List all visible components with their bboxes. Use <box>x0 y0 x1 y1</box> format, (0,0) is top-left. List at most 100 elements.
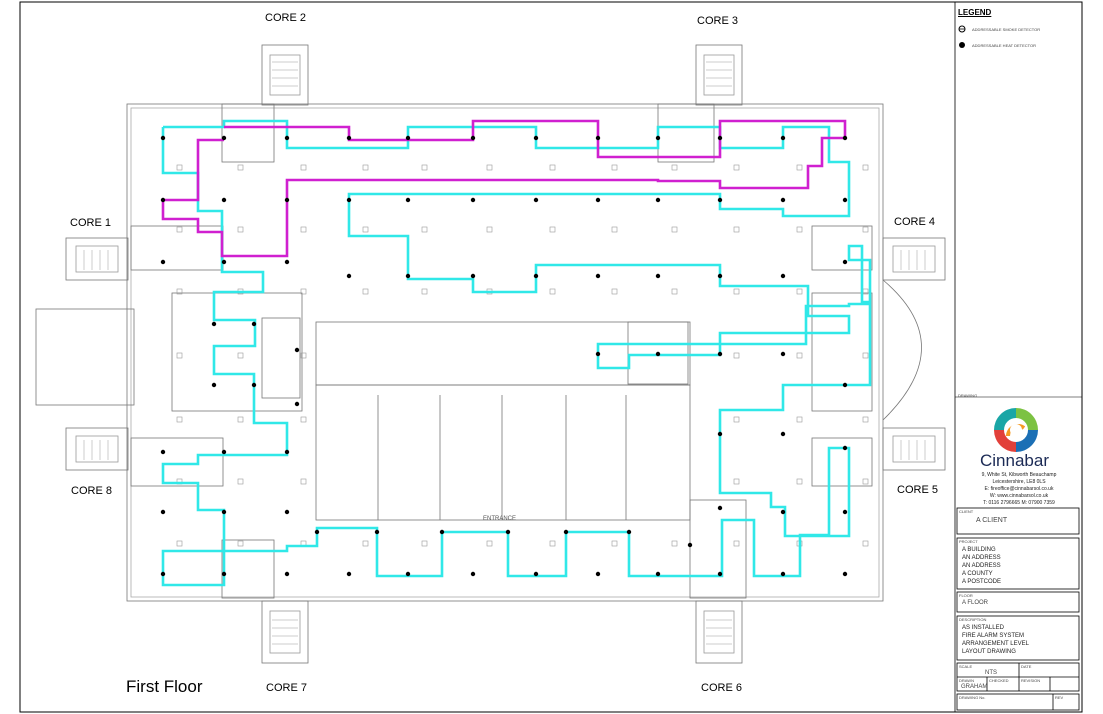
legend-item-smoke: ADDRESSABLE SMOKE DETECTOR <box>972 27 1041 32</box>
detector-marker <box>221 571 227 577</box>
detector-marker <box>470 571 476 577</box>
column-marker <box>796 226 803 233</box>
column-marker <box>176 164 183 171</box>
column-marker <box>300 416 307 423</box>
column-marker <box>611 540 618 547</box>
project-lines: A BUILDING AN ADDRESS AN ADDRESS A COUNT… <box>962 547 1002 585</box>
loop-a-cable <box>161 119 847 258</box>
detector-marker <box>717 431 723 437</box>
column-marker <box>362 540 369 547</box>
column-marker <box>237 478 244 485</box>
date-label: DATE <box>1021 664 1032 669</box>
column-marker <box>486 226 493 233</box>
column-marker <box>300 478 307 485</box>
detector-marker <box>717 273 723 279</box>
core-label: CORE 6 <box>701 682 742 694</box>
detector-marker <box>346 135 352 141</box>
detector-marker <box>405 197 411 203</box>
floor-value: A FLOOR <box>962 600 989 606</box>
detector-marker <box>346 197 352 203</box>
detector-marker <box>221 259 227 265</box>
column-marker <box>671 288 678 295</box>
detector-marker <box>780 509 786 515</box>
detector-marker <box>595 571 601 577</box>
detector-marker <box>284 259 290 265</box>
detector-marker <box>687 542 693 548</box>
drawn-label: DRAWN <box>959 678 974 683</box>
column-marker <box>549 226 556 233</box>
detector-marker <box>780 571 786 577</box>
column-marker <box>362 288 369 295</box>
drawn-value: GRAHAM <box>961 684 988 690</box>
column-marker <box>486 164 493 171</box>
detector-marker <box>284 197 290 203</box>
column-marker <box>176 540 183 547</box>
detector-marker <box>346 571 352 577</box>
column-marker <box>733 540 740 547</box>
column-marker <box>362 226 369 233</box>
detector-marker <box>780 431 786 437</box>
column-marker <box>300 288 307 295</box>
detector-marker <box>655 197 661 203</box>
scale-value: NTS <box>985 670 997 676</box>
detector-marker <box>160 571 166 577</box>
column-marker <box>862 164 869 171</box>
column-marker <box>796 352 803 359</box>
column-marker <box>611 226 618 233</box>
core-label: CORE 8 <box>71 485 112 497</box>
building-walls <box>35 44 946 664</box>
column-marker <box>671 540 678 547</box>
detector-marker <box>505 529 511 535</box>
loop-b-cable <box>161 119 872 587</box>
column-marker <box>671 226 678 233</box>
column-marker <box>421 540 428 547</box>
detector-marker <box>284 135 290 141</box>
detector-marker <box>533 571 539 577</box>
column-marker <box>237 540 244 547</box>
legend-item-heat: ADDRESSABLE HEAT DETECTOR <box>972 43 1037 48</box>
detector-devices <box>160 135 848 577</box>
detector-marker <box>346 273 352 279</box>
detector-marker <box>284 571 290 577</box>
entrance-label: ENTRANCE <box>483 516 517 522</box>
detector-marker <box>717 351 723 357</box>
column-marker <box>549 540 556 547</box>
detector-marker <box>284 449 290 455</box>
detector-marker <box>533 197 539 203</box>
detector-marker <box>314 529 320 535</box>
detector-marker <box>563 529 569 535</box>
column-marker <box>549 288 556 295</box>
column-marker <box>421 288 428 295</box>
column-marker <box>237 352 244 359</box>
column-marker <box>176 352 183 359</box>
legend-heat-detector-symbol <box>959 42 965 48</box>
column-marker <box>237 226 244 233</box>
detector-marker <box>655 571 661 577</box>
detector-marker <box>221 135 227 141</box>
drawing-section-label: DRAWING <box>958 393 978 398</box>
column-marker <box>237 164 244 171</box>
detector-marker <box>655 273 661 279</box>
detector-marker <box>439 529 445 535</box>
detector-marker <box>655 351 661 357</box>
legend-title: LEGEND <box>958 8 992 17</box>
core-label: CORE 1 <box>70 217 111 229</box>
detector-marker <box>251 382 257 388</box>
detector-marker <box>405 273 411 279</box>
column-marker <box>237 416 244 423</box>
detector-marker <box>533 135 539 141</box>
column-marker <box>421 226 428 233</box>
client-label: CLIENT <box>959 509 974 514</box>
column-marker <box>611 164 618 171</box>
detector-marker <box>595 197 601 203</box>
detector-marker <box>221 509 227 515</box>
column-marker <box>733 352 740 359</box>
detector-marker <box>405 135 411 141</box>
detector-marker <box>780 135 786 141</box>
column-marker <box>862 416 869 423</box>
detector-marker <box>842 445 848 451</box>
detector-marker <box>842 197 848 203</box>
column-marker <box>611 288 618 295</box>
